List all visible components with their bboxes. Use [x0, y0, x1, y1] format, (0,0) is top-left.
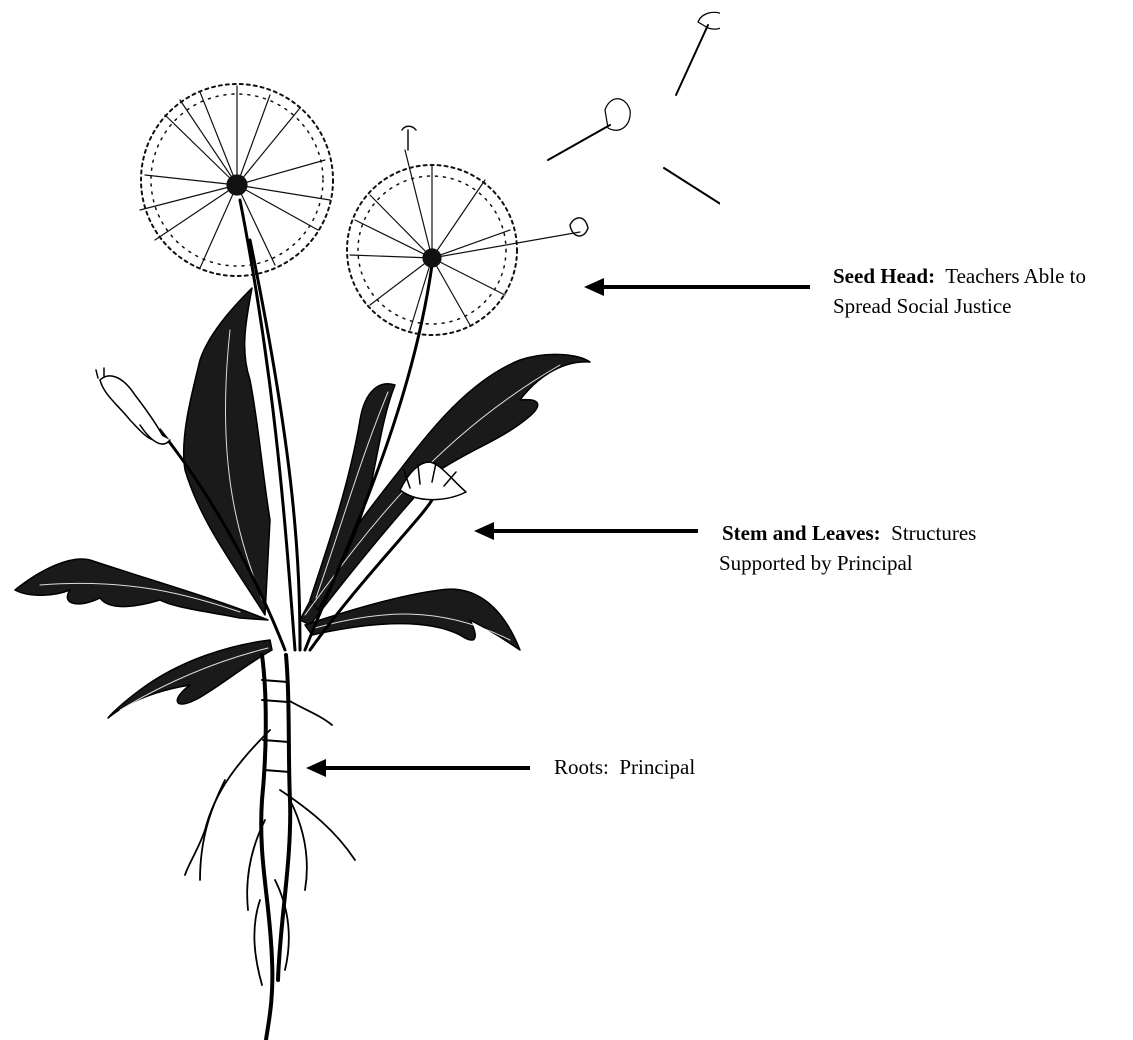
- roots: [185, 655, 355, 1040]
- roots-term: Roots:: [554, 755, 609, 779]
- flower-bud: [96, 368, 170, 444]
- leaves: [15, 288, 590, 718]
- stem-leaves-label: Stem and Leaves: Structures Supported by…: [719, 518, 1039, 578]
- stem-leaves-term: Stem and Leaves:: [722, 521, 881, 545]
- seed-head-label: Seed Head: Teachers Able to Spread Socia…: [833, 261, 1133, 321]
- seed-head-large: [140, 84, 333, 276]
- roots-arrow: [306, 757, 532, 779]
- stem-leaves-arrow: [474, 520, 700, 542]
- roots-text: Principal: [619, 755, 695, 779]
- seed-head-term: Seed Head:: [833, 264, 935, 288]
- seed-head-arrow: [584, 276, 812, 298]
- roots-label: Roots: Principal: [554, 752, 695, 782]
- floating-seeds: [548, 12, 720, 220]
